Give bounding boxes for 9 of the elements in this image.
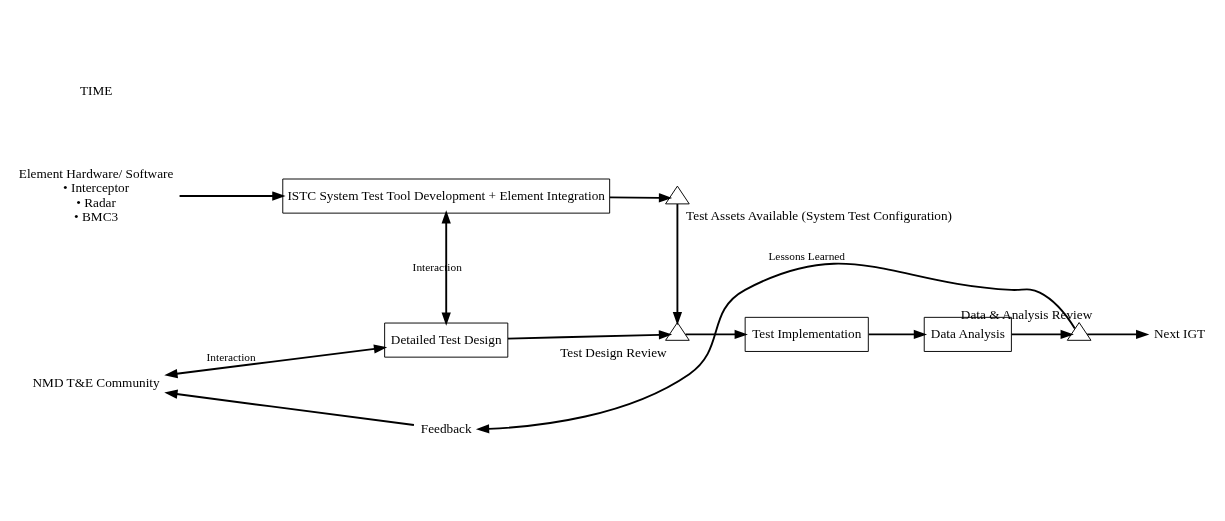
node-text: NMD T&E Community bbox=[32, 375, 160, 391]
node-label: Test Assets Available (System Test Configuration) bbox=[686, 208, 953, 224]
edge-label: Lessons Learned bbox=[768, 250, 846, 263]
node-text: Feedback bbox=[420, 420, 472, 436]
edge-label: Interaction bbox=[206, 350, 256, 363]
node-text: Next IGT bbox=[1154, 325, 1206, 341]
label: TIME bbox=[79, 83, 113, 99]
node-label: Test Design Review bbox=[560, 344, 667, 360]
node-text: Element Hardware/ Software • Interceptor • Radar • BMC3 bbox=[18, 166, 174, 224]
